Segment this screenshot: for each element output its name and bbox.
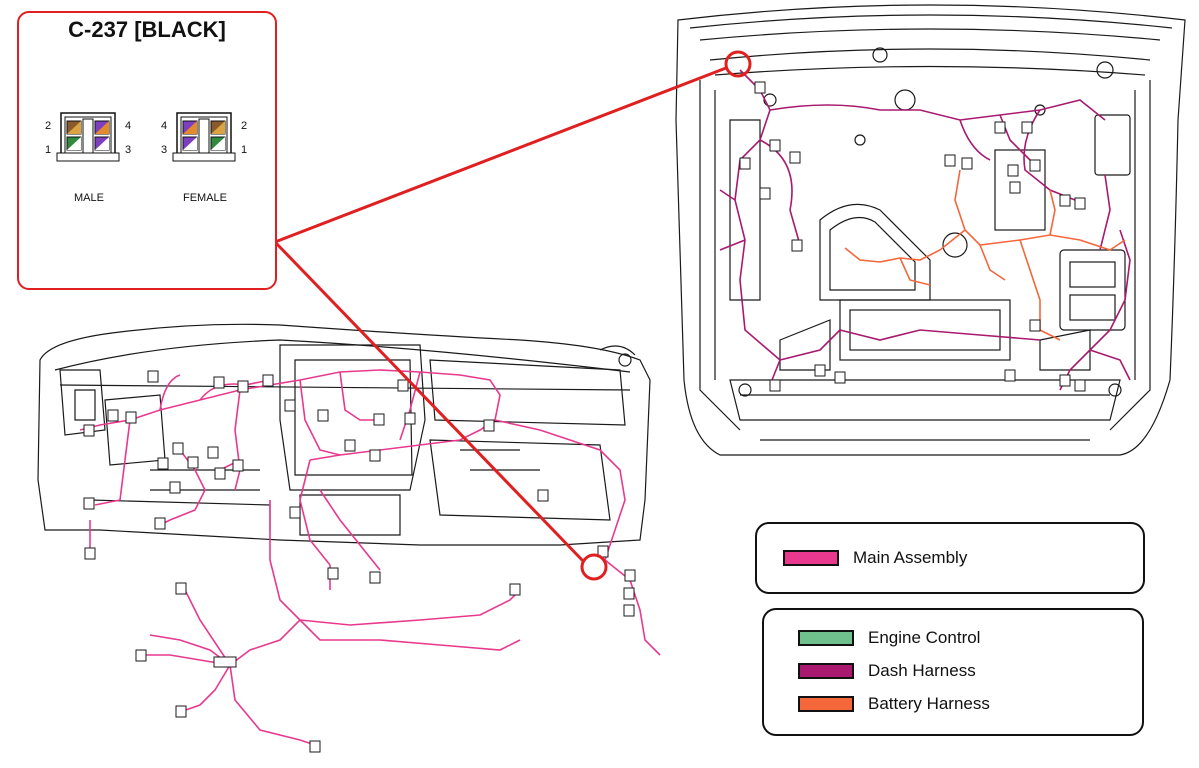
dash-main-assembly-wires — [79, 369, 661, 746]
male-pin-2 — [66, 120, 82, 135]
male-pin-label-bottom-left: 1 — [45, 144, 52, 156]
legend-item-dash-harness: Dash Harness — [798, 661, 976, 681]
engine-bay-drawing — [675, 4, 1186, 456]
legend-item-main-assembly: Main Assembly — [783, 548, 967, 568]
female-pin-4 — [182, 120, 198, 135]
legend-label-dash-harness: Dash Harness — [868, 661, 976, 680]
legend-label-battery-harness: Battery Harness — [868, 694, 990, 713]
legend-main-box: Main Assembly — [755, 522, 1145, 594]
legend-harness-box: Engine Control Dash Harness Battery Harn… — [762, 608, 1144, 736]
female-pin-label-bottom-left: 3 — [161, 144, 168, 156]
male-pin-3 — [94, 136, 110, 151]
male-pin-label-bottom-right: 3 — [125, 144, 132, 156]
female-pin-label-top-left: 4 — [161, 120, 168, 132]
legend-item-engine-control: Engine Control — [798, 628, 980, 648]
female-pin-2 — [210, 120, 226, 135]
dash-panel-drawing — [37, 323, 651, 546]
female-label: FEMALE — [183, 192, 228, 204]
male-pin-label-top-left: 2 — [45, 120, 52, 132]
connector-title: C-237 [BLACK] — [68, 17, 226, 42]
connector-faces — [56, 112, 236, 162]
male-label: MALE — [74, 192, 104, 204]
legend-swatch-battery-harness — [798, 696, 854, 712]
legend-label-main-assembly: Main Assembly — [853, 548, 968, 567]
connector-callout-box: C-237 [BLACK] — [17, 11, 277, 290]
male-pin-label-top-right: 4 — [125, 120, 132, 132]
legend-swatch-main-assembly — [783, 550, 839, 566]
female-pin-label-top-right: 2 — [241, 120, 248, 132]
female-pin-label-bottom-right: 1 — [241, 144, 248, 156]
female-pin-1 — [210, 136, 226, 151]
male-pin-4 — [94, 120, 110, 135]
legend-swatch-engine-control — [798, 630, 854, 646]
legend-item-battery-harness: Battery Harness — [798, 694, 990, 714]
engine-battery-harness-wires — [844, 169, 1126, 341]
legend-swatch-dash-harness — [798, 663, 854, 679]
female-pin-3 — [182, 136, 198, 151]
male-pin-1 — [66, 136, 82, 151]
legend-label-engine-control: Engine Control — [868, 628, 981, 647]
male-connector-face — [56, 112, 120, 162]
harness-connectors — [83, 81, 1086, 753]
callout-lines — [273, 50, 752, 581]
engine-dash-harness-wires — [719, 69, 1131, 391]
female-connector-face — [172, 112, 236, 162]
